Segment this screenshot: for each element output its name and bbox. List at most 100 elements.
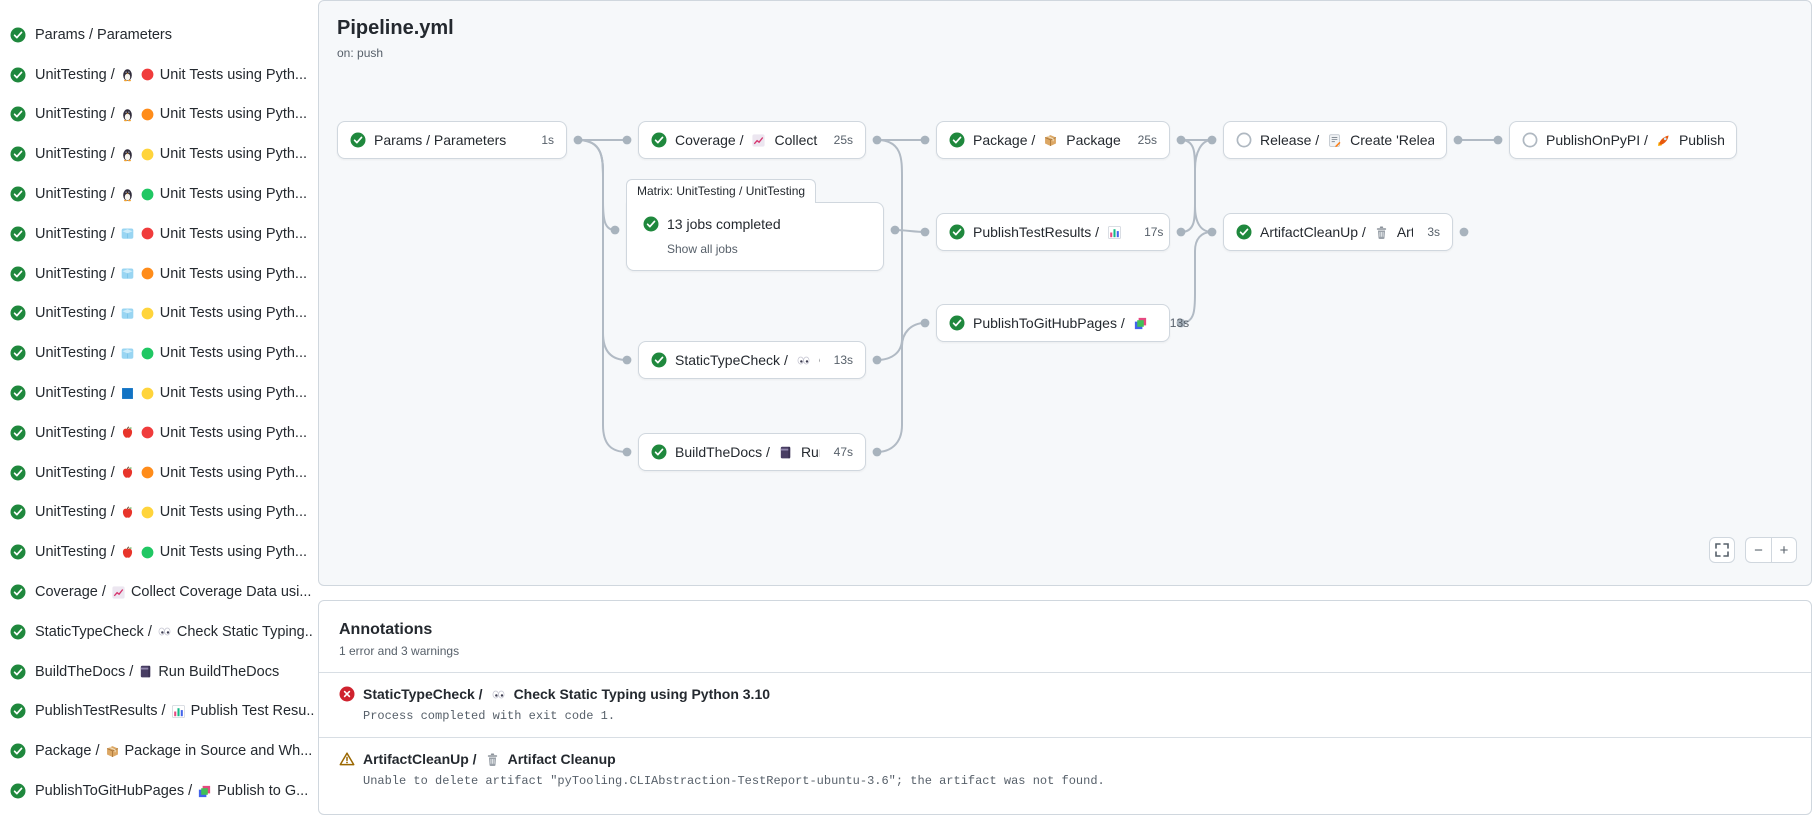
fullscreen-button[interactable] <box>1709 537 1735 563</box>
dot-green-icon <box>140 187 155 202</box>
package-icon <box>105 744 120 759</box>
windows-square-icon <box>120 386 135 401</box>
workflow-file-title: Pipeline.yml <box>337 17 454 39</box>
bar-chart-icon <box>171 704 186 719</box>
job-step-label: Unit Tests using Pyth... <box>159 66 308 83</box>
ice-cube-icon <box>120 306 135 321</box>
matrix-box[interactable]: 13 jobs completed Show all jobs <box>626 202 884 271</box>
node-job-name: Release / <box>1260 132 1320 148</box>
job-step-label: Package in Source and Wh... <box>124 743 313 760</box>
eyes-icon <box>796 353 811 368</box>
job-step-label: Unit Tests using Pyth... <box>159 106 308 123</box>
graph-node-publish-test-results[interactable]: PublishTestResults /Pu...17s <box>936 213 1170 251</box>
job-list-item[interactable]: Package /Package in Source and Wh... <box>10 731 314 771</box>
job-name: UnitTesting / <box>35 385 115 402</box>
job-name: UnitTesting / <box>35 504 115 521</box>
job-list-item[interactable]: UnitTesting /Unit Tests using Pyth... <box>10 134 314 174</box>
dot-green-icon <box>140 346 155 361</box>
check-circle-icon <box>1236 224 1252 240</box>
job-name: BuildTheDocs / <box>35 663 134 680</box>
job-list-item[interactable]: UnitTesting /Unit Tests using Pyth... <box>10 174 314 214</box>
job-step-label: Unit Tests using Pyth... <box>159 265 308 282</box>
package-icon <box>1043 133 1058 148</box>
job-name: UnitTesting / <box>35 424 115 441</box>
dot-red-icon <box>140 425 155 440</box>
node-step-label: Chec... <box>819 352 820 368</box>
job-name: PublishToGitHubPages / <box>35 783 193 800</box>
zoom-in-button[interactable]: + <box>1771 537 1797 563</box>
node-job-name: ArtifactCleanUp / <box>1260 224 1366 240</box>
check-circle-icon <box>10 624 26 640</box>
graph-node-publish-on-pypi[interactable]: PublishOnPyPI /Publish to ... <box>1509 121 1737 159</box>
job-step-label: Publish Test Resu... <box>190 703 314 720</box>
check-circle-icon <box>949 224 965 240</box>
graph-node-coverage[interactable]: Coverage /Collect Cove...25s <box>638 121 866 159</box>
node-step-label: Package in So... <box>1066 132 1123 148</box>
zoom-out-button[interactable]: − <box>1745 537 1771 563</box>
red-apple-icon <box>120 465 135 480</box>
node-job-name: PublishTestResults / <box>973 224 1100 240</box>
check-circle-icon <box>10 385 26 401</box>
job-list-item[interactable]: UnitTesting /Unit Tests using Pyth... <box>10 413 314 453</box>
job-list-item[interactable]: UnitTesting /Unit Tests using Pyth... <box>10 453 314 493</box>
node-duration: 13s <box>833 353 853 367</box>
notebook-icon <box>138 664 153 679</box>
matrix-tab[interactable]: Matrix: UnitTesting / UnitTesting <box>626 179 817 203</box>
graph-node-publish-to-github-pages[interactable]: PublishToGitHubPages /...13s <box>936 304 1189 342</box>
show-all-jobs-link[interactable]: Show all jobs <box>667 242 738 256</box>
job-name: Params / Parameters <box>35 26 172 43</box>
workflow-trigger: on: push <box>337 46 384 60</box>
job-name: UnitTesting / <box>35 305 115 322</box>
annotation-row: StaticTypeCheck /Check Static Typing usi… <box>319 672 1811 737</box>
job-list-item[interactable]: UnitTesting /Unit Tests using Pyth... <box>10 55 314 95</box>
job-list-item[interactable]: UnitTesting /Unit Tests using Pyth... <box>10 214 314 254</box>
job-list-item[interactable]: UnitTesting /Unit Tests using Pyth... <box>10 294 314 334</box>
job-step-label: Collect Coverage Data usi... <box>130 584 312 601</box>
job-list-item[interactable]: UnitTesting /Unit Tests using Pyth... <box>10 254 314 294</box>
dot-yellow-icon <box>140 306 155 321</box>
annotation-step: Check Static Typing using Python 3.10 <box>513 686 771 702</box>
notebook-icon <box>778 445 793 460</box>
job-list-item[interactable]: UnitTesting / Unit Tests using Pyth... <box>10 333 314 373</box>
job-list-item[interactable]: Params / Parameters <box>10 15 314 55</box>
job-name: UnitTesting / <box>35 345 115 362</box>
annotation-title[interactable]: StaticTypeCheck /Check Static Typing usi… <box>339 686 1791 702</box>
check-circle-icon <box>10 703 26 719</box>
job-name: UnitTesting / <box>35 464 115 481</box>
job-list-item[interactable]: StaticTypeCheck /Check Static Typing... <box>10 612 314 652</box>
trash-icon <box>485 752 500 767</box>
annotation-message: Process completed with exit code 1. <box>363 709 616 723</box>
skipped-circle-icon <box>1236 132 1252 148</box>
job-step-label: Unit Tests using Pyth... <box>159 504 308 521</box>
annotations-summary: 1 error and 3 warnings <box>339 644 460 658</box>
graph-node-package[interactable]: Package /Package in So...25s <box>936 121 1170 159</box>
job-list-item[interactable]: PublishTestResults /Publish Test Resu... <box>10 692 314 732</box>
job-step-label: Unit Tests using Pyth... <box>159 146 308 163</box>
job-list-item[interactable]: UnitTesting /Unit Tests using Pyth... <box>10 532 314 572</box>
job-list-item[interactable]: UnitTesting /Unit Tests using Pyth... <box>10 373 314 413</box>
workflow-graph-panel[interactable]: Pipeline.yml on: push Matrix: UnitTestin… <box>318 0 1812 586</box>
check-circle-icon <box>10 664 26 680</box>
job-list-item[interactable]: UnitTesting / Unit Tests using Pyth... <box>10 493 314 533</box>
job-list-item[interactable]: BuildTheDocs /Run BuildTheDocs <box>10 652 314 692</box>
job-step-label: Unit Tests using Pyth... <box>159 345 308 362</box>
job-list-item[interactable]: Coverage /Collect Coverage Data usi... <box>10 572 314 612</box>
graph-edges <box>573 135 1503 457</box>
graph-node-static-type-check[interactable]: StaticTypeCheck /Chec...13s <box>638 341 866 379</box>
node-duration: 17s <box>1144 225 1164 239</box>
ice-cube-icon <box>120 346 135 361</box>
dot-orange-icon <box>140 266 155 281</box>
graph-node-build-the-docs[interactable]: BuildTheDocs /Run Buil...47s <box>638 433 866 471</box>
job-list-item[interactable]: PublishToGitHubPages /Publish to G... <box>10 771 314 811</box>
job-list-item[interactable]: UnitTesting /Unit Tests using Pyth... <box>10 95 314 135</box>
annotation-title[interactable]: ArtifactCleanUp /Artifact Cleanup <box>339 751 1791 767</box>
graph-node-release[interactable]: Release /Create 'Release P... <box>1223 121 1447 159</box>
job-name: UnitTesting / <box>35 186 115 203</box>
matrix-summary: 13 jobs completed <box>667 216 781 232</box>
memo-icon <box>1327 133 1342 148</box>
annotation-job: ArtifactCleanUp / <box>363 751 477 767</box>
red-apple-icon <box>120 425 135 440</box>
graph-node-artifact-cleanup[interactable]: ArtifactCleanUp /Artifac...3s <box>1223 213 1453 251</box>
